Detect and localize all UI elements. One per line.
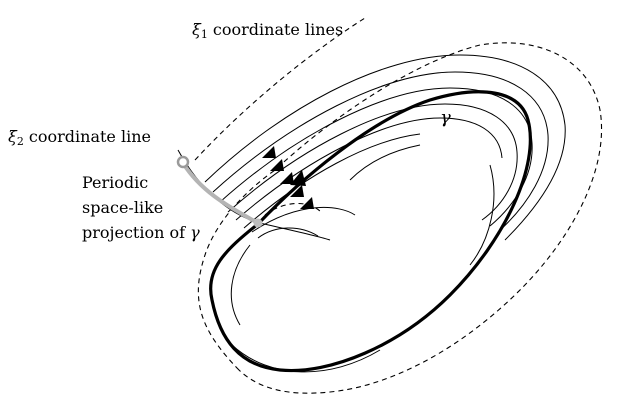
inner-bottom-curve bbox=[231, 344, 381, 373]
arrow-head-3 bbox=[280, 172, 294, 184]
inner-left-curve bbox=[230, 244, 251, 326]
projection-label-line-3: projection of γ bbox=[82, 223, 200, 242]
inner-flow-lines bbox=[230, 144, 495, 373]
projection-start-marker bbox=[176, 155, 190, 169]
arrow-head-5 bbox=[300, 197, 314, 209]
xi2-label: ξ2 coordinate line bbox=[8, 127, 151, 148]
projection-curve bbox=[181, 161, 259, 225]
arrow-head-2 bbox=[270, 159, 284, 171]
flow-arrows bbox=[262, 146, 314, 209]
inner-loop-curve bbox=[257, 227, 319, 239]
xi1-line-6 bbox=[243, 133, 421, 229]
inner-dashed-arc bbox=[264, 202, 323, 216]
arrow-head-4 bbox=[290, 185, 304, 197]
arrow-head-1 bbox=[262, 146, 276, 158]
gamma-curve bbox=[209, 90, 532, 373]
xi1-label: ξ1 coordinate lines bbox=[192, 20, 343, 41]
arrow-head-gamma bbox=[290, 170, 306, 186]
xi1-line-7 bbox=[251, 206, 356, 233]
inner-top-curve bbox=[349, 144, 421, 181]
xi1-line-1 bbox=[204, 54, 566, 241]
gamma-label: γ bbox=[440, 107, 451, 128]
xi1-line-2 bbox=[212, 71, 549, 233]
outer-dashed-boundary bbox=[197, 42, 602, 394]
xi1-line-4 bbox=[227, 103, 518, 221]
projection-label-line-2: space-like bbox=[82, 198, 163, 217]
projection-end-dot bbox=[253, 218, 263, 228]
projection-label-line-1: Periodic bbox=[82, 173, 148, 192]
inner-right-curve bbox=[469, 164, 495, 266]
